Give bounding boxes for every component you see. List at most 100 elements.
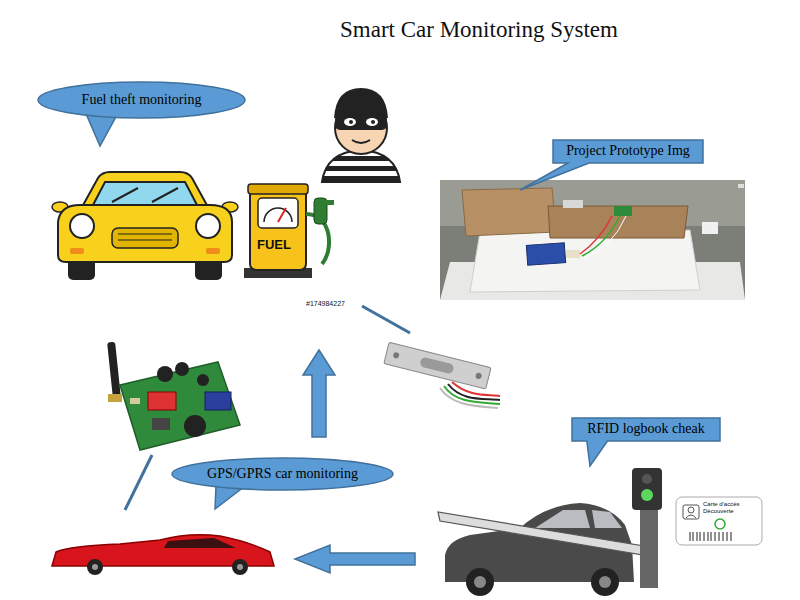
fuel-pump-part — [278, 208, 286, 222]
yellow-car-part — [58, 205, 232, 262]
load-cell-part — [384, 342, 491, 389]
leader-lines-part — [125, 455, 152, 510]
callout-ellipse — [172, 458, 393, 490]
callout-text: GPS/GPRS car monitoring — [207, 466, 358, 482]
thief-figure-part-part — [320, 166, 402, 171]
fuel-pump-part — [258, 198, 298, 228]
access-card-part-part — [697, 532, 698, 541]
gsm-module-part — [205, 392, 231, 410]
access-card-part-part — [693, 532, 694, 541]
prototype-photo — [440, 180, 745, 300]
prototype-photo-part — [614, 206, 632, 216]
leader-lines — [125, 306, 410, 510]
barrier-car-part — [474, 576, 486, 588]
image-id: #174984227 — [306, 300, 345, 308]
gsm-module-part — [157, 366, 173, 382]
barrier-car-part — [591, 568, 619, 596]
access-card-part-part — [723, 532, 724, 541]
prototype-photo-part — [526, 243, 565, 266]
barrier-car-part — [640, 500, 658, 588]
access-card-part-part — [719, 532, 720, 541]
barrier-car-part — [535, 510, 590, 528]
prototype-photo-part — [470, 230, 700, 292]
load-cell-part-part — [419, 357, 454, 375]
barrier-car-part — [592, 510, 622, 528]
prototype-photo-part — [702, 222, 718, 234]
barrier-car-part — [466, 568, 494, 596]
callout-text: Project Prototype Img — [566, 143, 690, 159]
thief-figure-part-part — [320, 176, 402, 181]
thief-figure-part — [335, 115, 387, 130]
callout-rect — [572, 418, 720, 466]
load-cell-part — [444, 386, 500, 404]
gsm-module-part — [197, 374, 209, 386]
access-card-part-part — [715, 532, 716, 541]
callout-text: Fuel theft monitoring — [82, 92, 202, 108]
red-car-part — [232, 559, 248, 575]
gsm-module — [107, 342, 240, 450]
prototype-photo-part — [584, 216, 626, 258]
thief-figure — [320, 88, 402, 182]
gsm-module-part — [152, 418, 170, 430]
yellow-car-part — [70, 248, 84, 254]
gsm-module-part — [130, 398, 140, 404]
load-cell-part — [440, 388, 498, 408]
gsm-module-part — [120, 362, 240, 450]
yellow-car-part — [82, 172, 208, 207]
fuel-pump-part — [250, 188, 306, 270]
callout-bubble: GPS/GPRS car monitoring — [172, 458, 393, 490]
access-card-part — [686, 515, 696, 518]
access-card-part — [690, 532, 731, 541]
yellow-car-part — [118, 234, 172, 235]
gsm-module-part — [175, 362, 189, 376]
red-car — [52, 535, 274, 575]
block-arrows-part — [295, 545, 415, 573]
callout-box: RFID logbook cheak — [572, 418, 720, 441]
access-card-part-part — [690, 532, 691, 541]
fuel-pump-part — [324, 200, 334, 205]
callout-box: Project Prototype Img — [553, 140, 703, 163]
gsm-module-part — [148, 392, 176, 410]
gsm-module-part — [184, 415, 206, 437]
red-car-part — [164, 538, 236, 548]
access-card-part — [683, 505, 699, 519]
prototype-photo-part — [738, 184, 744, 188]
load-cell-part-part — [384, 342, 491, 389]
prototype-photo-part — [548, 206, 688, 238]
pump-label: FUEL — [257, 238, 291, 252]
prototype-photo-part — [566, 250, 580, 258]
yellow-car-part — [196, 214, 220, 238]
yellow-car-part — [112, 228, 178, 248]
callout-rect — [520, 140, 703, 190]
access-card-part-part — [711, 532, 712, 541]
yellow-car-part — [206, 248, 220, 254]
yellow-car-part — [112, 188, 138, 202]
prototype-photo-part — [440, 180, 745, 300]
barrier-car-part — [642, 474, 652, 484]
thief-figure-part — [371, 120, 375, 124]
barrier-car-part — [641, 489, 653, 501]
thief-figure-part — [366, 118, 378, 126]
diagram-title: Smart Car Monitoring System — [340, 17, 618, 43]
yellow-car-part — [152, 188, 178, 202]
access-card-part-part — [708, 532, 709, 541]
access-card-part-part — [704, 532, 705, 541]
thief-figure-part-part — [320, 156, 402, 161]
fuel-pump-part — [264, 208, 292, 222]
access-card-part — [715, 519, 725, 529]
yellow-car-part — [118, 240, 172, 241]
leader-lines-part — [362, 306, 410, 333]
gsm-module-part — [108, 394, 122, 402]
barrier-car — [438, 468, 662, 596]
thief-figure-part — [349, 120, 353, 124]
gsm-module-part — [107, 342, 121, 399]
prototype-photo-part — [563, 200, 583, 208]
callout-bubble: Fuel theft monitoring — [38, 82, 245, 118]
red-car-part — [92, 564, 98, 570]
access-card — [676, 497, 762, 545]
red-car-part — [237, 564, 243, 570]
yellow-car-part — [93, 182, 197, 205]
fuel-pump-part — [248, 184, 308, 194]
block-arrows-part — [303, 350, 335, 437]
